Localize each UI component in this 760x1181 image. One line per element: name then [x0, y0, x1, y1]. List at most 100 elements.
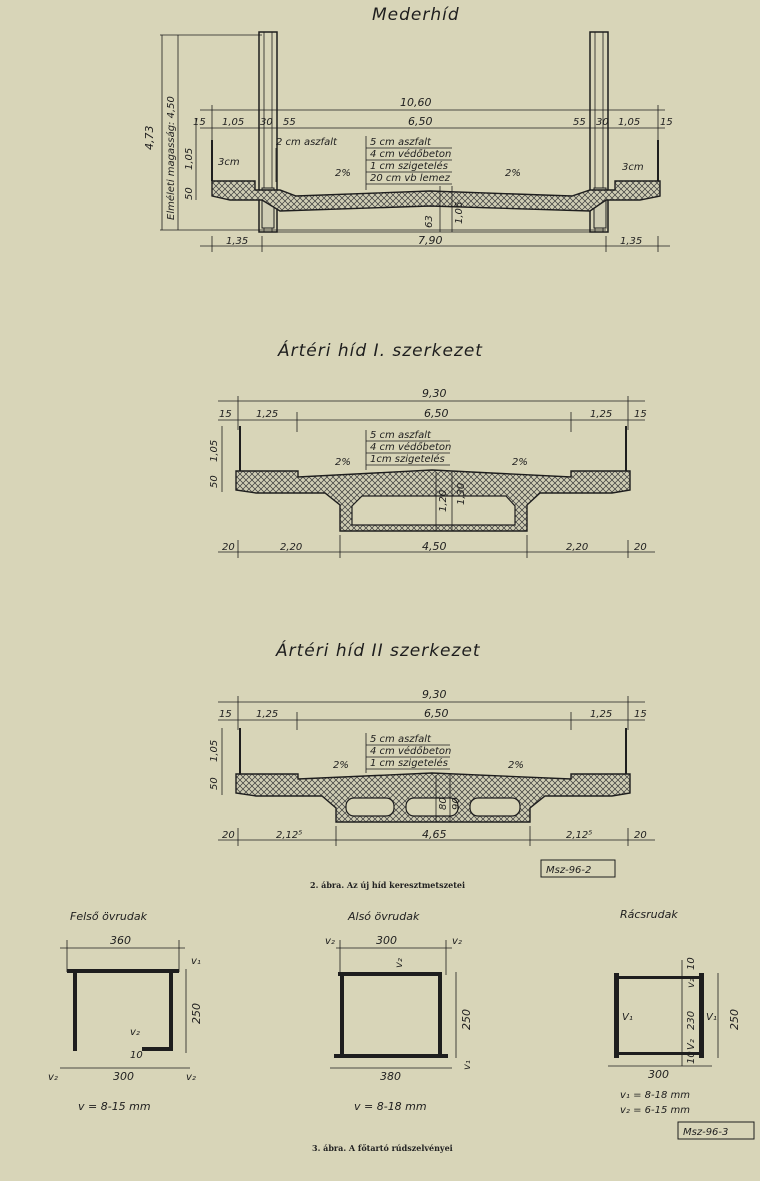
label-v1-right: V₁ — [706, 1012, 717, 1023]
layer-insulation: 1 cm szigetelés — [370, 757, 448, 769]
layer-asphalt: 5 cm aszfalt — [370, 137, 432, 148]
layer-asphalt: 5 cm aszfalt — [370, 734, 432, 745]
lower-chord-section: Alsó övrudak v₂ 300 v₂ v₂ 250 v₁ 380 v =… — [325, 910, 473, 1113]
layer-protective-concrete: 4 cm védőbeton — [370, 441, 451, 453]
flange-left — [614, 973, 619, 1058]
dim-w-l15: 15 — [219, 409, 232, 420]
figure-2-caption: 2. ábra. Az új híd keresztmetszetei — [310, 880, 465, 890]
dim-curb-height: 50 — [209, 475, 220, 488]
web-top — [619, 976, 699, 979]
web-right — [169, 973, 173, 1051]
dim-curb-height: 50 — [209, 777, 220, 790]
dim-w-l125: 1,25 — [256, 409, 278, 420]
dim-theoretical-height: Elméleti magasság: 4,50 — [165, 96, 177, 220]
top-plate — [67, 969, 179, 973]
layer-insulation: 1 cm szigetelés — [370, 160, 448, 172]
cell-void-1 — [345, 797, 395, 817]
layer-protective-concrete: 4 cm védőbeton — [370, 745, 451, 757]
thickness-note-1: v₁ = 8-18 mm — [620, 1090, 690, 1101]
dim-railing-height: 1,05 — [184, 148, 195, 170]
section-title: Ártéri híd II szerkezet — [275, 639, 481, 661]
bottom-plate — [334, 1054, 448, 1058]
dim-w-r125: 1,25 — [590, 409, 612, 420]
thickness-note: v = 8-15 mm — [78, 1100, 151, 1113]
top-flange — [338, 972, 442, 976]
dim-w-left-105: 1,05 — [222, 117, 244, 128]
dim-10-top: 10 — [686, 957, 697, 970]
layer-asphalt: 5 cm aszfalt — [370, 430, 432, 441]
section-title: Mederhíd — [372, 5, 460, 25]
section-arteri-2: Ártéri híd II szerkezet 9,30 15 1,25 6,5… — [209, 639, 655, 878]
label-v2-left: v₂ — [325, 936, 335, 947]
thickness-note-2: v₂ = 6-15 mm — [620, 1105, 690, 1116]
slope-right: 2% — [505, 168, 521, 179]
dim-railing-height: 1,05 — [209, 740, 220, 762]
dim-bottom-left: 1,35 — [226, 236, 248, 247]
dim-80: 80 — [438, 797, 449, 810]
section-title: Rácsrudak — [620, 908, 678, 921]
label-v1: v₁ — [462, 1060, 473, 1070]
dim-90: 90 — [451, 797, 462, 810]
dim-b-220l: 2,20 — [280, 542, 302, 553]
dim-height: 250 — [460, 1009, 473, 1030]
lattice-member-section: Rácsrudak 10 v₂ V₁ 230 V₁ 10 V₂ 250 300 … — [608, 908, 755, 1140]
web-bottom — [619, 1052, 699, 1055]
dim-b-20r: 20 — [634, 542, 647, 553]
dim-w-r15: 15 — [634, 709, 647, 720]
dim-w-roadway: 6,50 — [424, 707, 449, 720]
drawing-stamp: Msz-96-2 — [546, 865, 591, 876]
slope-left: 2% — [335, 168, 351, 179]
dim-b-450: 4,50 — [422, 540, 447, 553]
dim-b-20l: 20 — [222, 830, 235, 841]
dim-b-20r: 20 — [634, 830, 647, 841]
dim-63: 63 — [424, 215, 435, 228]
label-v2-mid: v₂ — [394, 958, 405, 968]
label-v2-left: v₂ — [48, 1072, 58, 1083]
dim-b-220r: 2,20 — [566, 542, 588, 553]
dim-w-right-30: 30 — [596, 117, 609, 128]
label-v1: v₁ — [191, 956, 201, 967]
box-void — [351, 495, 516, 526]
slope-right: 2% — [508, 760, 524, 771]
deck-slab — [211, 180, 661, 212]
label-v1-left: V₁ — [622, 1012, 633, 1023]
dim-width-top: 300 — [376, 934, 397, 947]
label-10: 10 — [130, 1050, 143, 1061]
dim-b-20l: 20 — [222, 542, 235, 553]
dim-width-top: 360 — [110, 934, 131, 947]
label-v2-right: v₂ — [452, 936, 462, 947]
layer-callout: 5 cm aszfalt 4 cm védőbeton 1cm szigetel… — [365, 430, 451, 470]
upper-chord-section: Felső övrudak 360 250 v₁ v₂ 10 v₂ v₂ 300… — [48, 910, 203, 1113]
dim-b-212r: 2,12⁵ — [566, 830, 592, 841]
cell-void-3 — [469, 797, 521, 817]
section-title: Alsó övrudak — [347, 910, 420, 923]
section-mederhid: Mederhíd 4,73 Elméleti magasság: 4,50 1,… — [143, 5, 673, 252]
dim-w-left-30: 30 — [260, 117, 273, 128]
dim-230: 230 — [686, 1011, 697, 1030]
label-3cm-left: 3cm — [218, 157, 240, 168]
label-side-asphalt: 2 cm aszfalt — [276, 137, 338, 148]
dim-curb-height: 50 — [184, 187, 195, 200]
drawing-stamp-box — [677, 1121, 755, 1140]
bottom-flange — [142, 1047, 173, 1051]
dim-total-width: 9,30 — [422, 688, 447, 701]
dim-w-right-15: 15 — [660, 117, 673, 128]
web-right — [438, 976, 442, 1054]
dim-total-height: 4,73 — [143, 126, 156, 151]
dim-total-width: 9,30 — [422, 387, 447, 400]
dim-w-r15: 15 — [634, 409, 647, 420]
dim-bottom-mid: 7,90 — [418, 234, 443, 247]
slope-left: 2% — [333, 760, 349, 771]
dim-height: 250 — [190, 1003, 203, 1024]
dim-w-l125: 1,25 — [256, 709, 278, 720]
layer-protective-concrete: 4 cm védőbeton — [370, 148, 451, 160]
slope-left: 2% — [335, 457, 351, 468]
label-v2-bottom: V₂ — [686, 1039, 697, 1050]
web-left — [73, 973, 77, 1051]
slope-right: 2% — [512, 457, 528, 468]
figure-3-caption: 3. ábra. A főtartó rúdszelvényei — [312, 1143, 453, 1153]
layer-callout: 5 cm aszfalt 4 cm védőbeton 1 cm szigete… — [365, 733, 451, 773]
dim-w-roadway: 6,50 — [424, 407, 449, 420]
dim-railing-height: 1,05 — [209, 440, 220, 462]
